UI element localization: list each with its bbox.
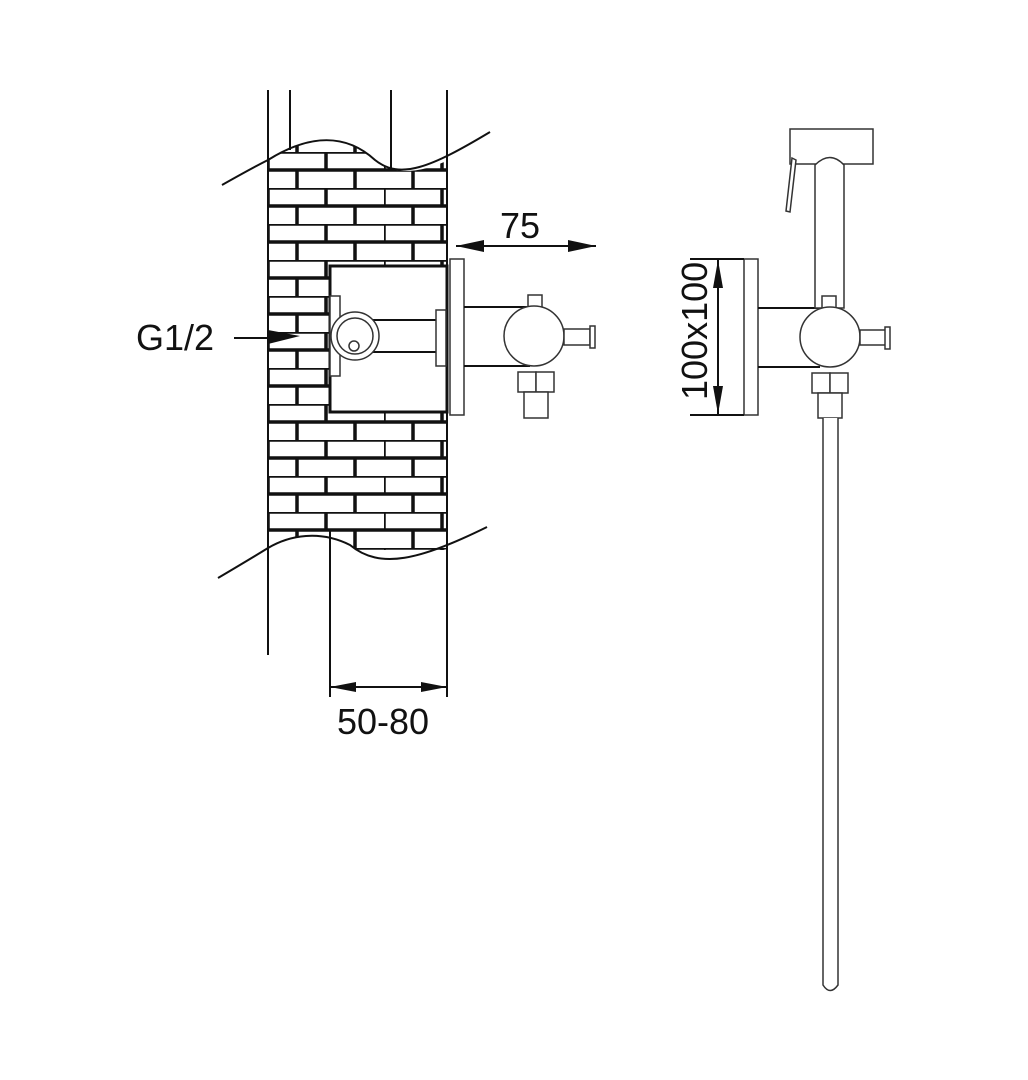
wall-flange — [449, 258, 465, 416]
dimension-projection: 75 — [456, 205, 596, 252]
dimension-wall-thickness: 50-80 — [330, 682, 447, 742]
dimension-wall-thickness-label: 50-80 — [337, 701, 429, 742]
wall-outline — [217, 90, 491, 697]
dimension-flange: 100x100 — [674, 258, 744, 416]
concealed-valve — [329, 295, 447, 377]
thread-callout: G1/2 — [136, 317, 300, 358]
hand-shower — [785, 128, 874, 309]
front-view-assembly — [743, 128, 891, 992]
mixer-body-side — [464, 294, 596, 419]
thread-label: G1/2 — [136, 317, 214, 358]
hose — [822, 418, 839, 992]
dimension-projection-label: 75 — [500, 205, 540, 246]
dimension-flange-label: 100x100 — [674, 262, 715, 400]
